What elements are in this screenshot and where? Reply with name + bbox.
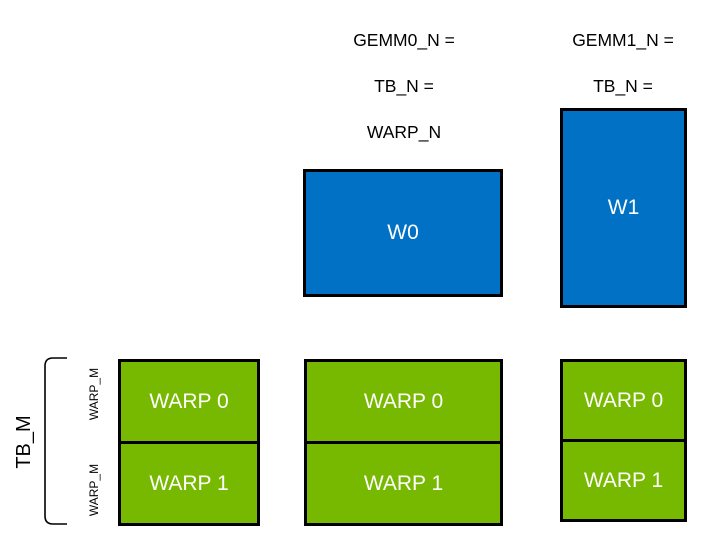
warp-m-label-row0: WARP_M (87, 367, 101, 421)
gemm1-header-line-1: GEMM1_N = (572, 30, 674, 50)
gemm0-header-line-1: GEMM0_N = (353, 30, 455, 50)
warp1-cell: WARP 1 (121, 444, 257, 523)
gemm0-header-line-3: WARP_N (366, 122, 442, 142)
thread-block-column-0: WARP 0 WARP 1 (118, 359, 260, 526)
warp0-cell-label: WARP 0 (583, 388, 664, 412)
warp1-cell-label: WARP 1 (583, 468, 664, 492)
tb-m-axis-label: TB_M (13, 415, 35, 469)
gemm1-header-line-2: TB_N = (593, 76, 653, 96)
warp-m-label-row1: WARP_M (87, 463, 101, 517)
warp-tile-w1-label: W1 (607, 196, 640, 219)
warp0-cell: WARP 0 (121, 362, 257, 444)
warp-tile-w1-box: W1 (560, 108, 687, 308)
warp-tile-w0-label: W0 (387, 221, 419, 244)
thread-block-column-2: WARP 0 WARP 1 (560, 359, 687, 522)
warp0-cell: WARP 0 (307, 362, 500, 444)
thread-block-column-1: WARP 0 WARP 1 (304, 359, 503, 526)
warp0-cell: WARP 0 (563, 362, 684, 442)
warp1-cell-label: WARP 1 (149, 471, 229, 495)
warp1-cell-label: WARP 1 (363, 471, 444, 495)
warp0-cell-label: WARP 0 (363, 389, 444, 413)
warp0-cell-label: WARP 0 (149, 389, 229, 413)
tb-m-bracket (44, 357, 67, 525)
gemm0-column-header: GEMM0_N = TB_N = WARP_N (304, 6, 504, 167)
warp1-cell: WARP 1 (563, 442, 684, 519)
warp-tile-w0-box: W0 (303, 169, 503, 297)
gemm0-header-line-2: TB_N = (374, 76, 434, 96)
warp1-cell: WARP 1 (307, 444, 500, 523)
